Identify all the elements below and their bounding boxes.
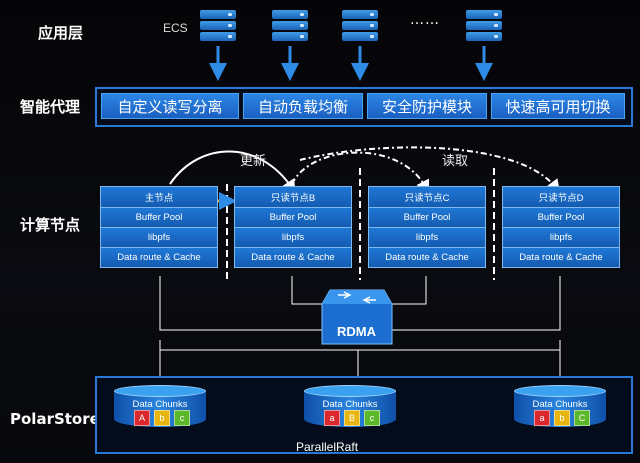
data-chunks-store-3: Data Chunks a b C bbox=[514, 385, 606, 429]
readonly-node-d: 只读节点D Buffer Pool libpfs Data route & Ca… bbox=[502, 186, 620, 268]
node-title: 只读节点C bbox=[369, 187, 485, 208]
data-route-cell: Data route & Cache bbox=[503, 248, 619, 267]
ellipsis: …… bbox=[410, 12, 440, 28]
node-title: 主节点 bbox=[101, 187, 217, 208]
buffer-pool-cell: Buffer Pool bbox=[101, 208, 217, 228]
libpfs-cell: libpfs bbox=[235, 228, 351, 248]
data-route-cell: Data route & Cache bbox=[101, 248, 217, 267]
proxy-item-ha-switch: 快速高可用切换 bbox=[491, 93, 625, 119]
chunk: a bbox=[324, 410, 340, 426]
update-label: 更新 bbox=[240, 154, 267, 169]
rdma-label: RDMA bbox=[337, 324, 376, 339]
chunk: c bbox=[364, 410, 380, 426]
data-chunks-store-1: Data Chunks A b c bbox=[114, 385, 206, 429]
node-title: 只读节点B bbox=[235, 187, 351, 208]
server-icon bbox=[466, 10, 502, 43]
libpfs-cell: libpfs bbox=[369, 228, 485, 248]
proxy-item-rw-split: 自定义读写分离 bbox=[101, 93, 239, 119]
proxy-item-load-balance: 自动负载均衡 bbox=[243, 93, 363, 119]
row-label-app: 应用层 bbox=[38, 24, 84, 42]
parallel-raft-label: ParallelRaft bbox=[296, 440, 359, 454]
buffer-pool-cell: Buffer Pool bbox=[503, 208, 619, 228]
chunk: c bbox=[174, 410, 190, 426]
read-label: 读取 bbox=[442, 154, 469, 169]
buffer-pool-cell: Buffer Pool bbox=[369, 208, 485, 228]
chunk: C bbox=[574, 410, 590, 426]
readonly-node-c: 只读节点C Buffer Pool libpfs Data route & Ca… bbox=[368, 186, 486, 268]
libpfs-cell: libpfs bbox=[503, 228, 619, 248]
row-label-proxy: 智能代理 bbox=[20, 98, 81, 116]
server-icon bbox=[272, 10, 308, 43]
data-route-cell: Data route & Cache bbox=[235, 248, 351, 267]
data-chunks-store-2: Data Chunks a B c bbox=[304, 385, 396, 429]
server-icon bbox=[342, 10, 378, 43]
ecs-label: ECS bbox=[163, 21, 188, 35]
chunk: b bbox=[154, 410, 170, 426]
buffer-pool-cell: Buffer Pool bbox=[235, 208, 351, 228]
row-label-compute: 计算节点 bbox=[20, 216, 81, 234]
proxy-bar: 自定义读写分离 自动负载均衡 安全防护模块 快速高可用切换 bbox=[95, 87, 633, 127]
chunk: A bbox=[134, 410, 150, 426]
store-title: Data Chunks bbox=[132, 399, 188, 410]
readonly-node-b: 只读节点B Buffer Pool libpfs Data route & Ca… bbox=[234, 186, 352, 268]
proxy-item-security: 安全防护模块 bbox=[367, 93, 487, 119]
store-title: Data Chunks bbox=[322, 399, 378, 410]
chunk: a bbox=[534, 410, 550, 426]
rdma-switch-icon bbox=[321, 289, 393, 345]
primary-node: 主节点 Buffer Pool libpfs Data route & Cach… bbox=[100, 186, 218, 268]
store-title: Data Chunks bbox=[532, 399, 588, 410]
chunk: b bbox=[554, 410, 570, 426]
row-label-storage: PolarStore bbox=[10, 410, 100, 428]
libpfs-cell: libpfs bbox=[101, 228, 217, 248]
chunk: B bbox=[344, 410, 360, 426]
server-icon bbox=[200, 10, 236, 43]
node-title: 只读节点D bbox=[503, 187, 619, 208]
data-route-cell: Data route & Cache bbox=[369, 248, 485, 267]
